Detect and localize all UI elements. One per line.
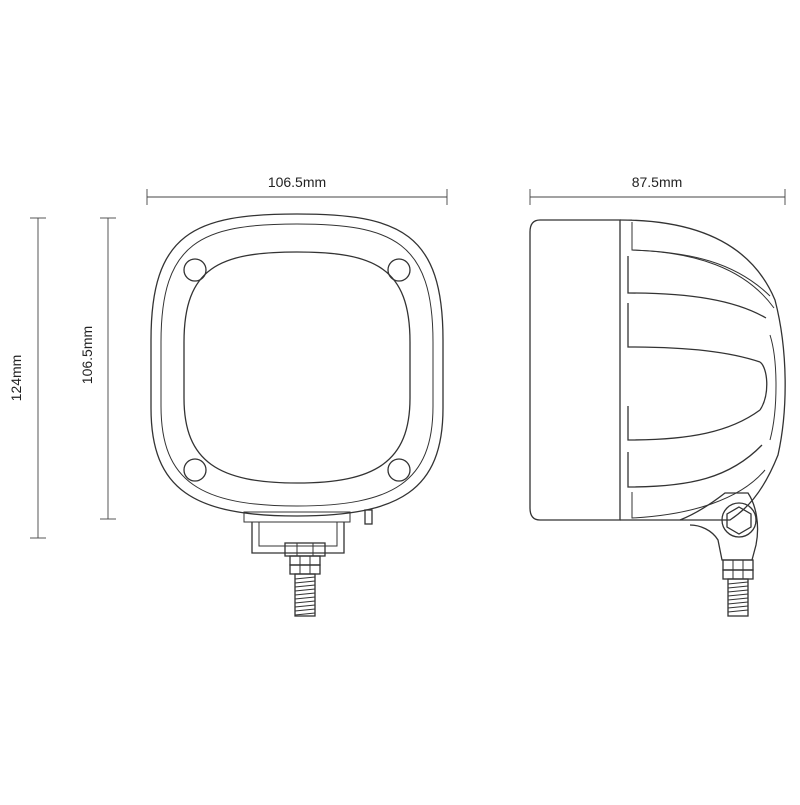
side-housing-outer: [619, 219, 786, 521]
side-view: [529, 219, 786, 617]
thread-line: [294, 580, 316, 584]
side-mount-bracket: [679, 492, 759, 561]
thread-line: [294, 604, 316, 608]
thread-line: [294, 608, 316, 612]
thread-line: [727, 593, 749, 597]
dim-front-height: 106.5mm: [79, 217, 116, 520]
side-mount-nut: [722, 559, 754, 580]
screw-bottom-left: [183, 458, 207, 482]
front-bezel: [160, 223, 434, 507]
side-cooling-fins: [627, 222, 777, 519]
thread-line: [294, 596, 316, 600]
dim-total-height: 124mm: [8, 217, 46, 539]
thread-line: [727, 601, 749, 605]
thread-line: [294, 584, 316, 588]
side-threaded-bolt: [727, 578, 749, 617]
front-threaded-bolt: [294, 573, 316, 617]
thread-line: [727, 581, 749, 585]
dim-side-depth: 87.5mm: [529, 174, 786, 205]
thread-line: [727, 589, 749, 593]
front-lens: [183, 251, 411, 484]
screw-top-left: [183, 258, 207, 282]
thread-line: [294, 600, 316, 604]
side-mount-hexbolt: [726, 506, 752, 535]
thread-line: [294, 588, 316, 592]
side-switch: [364, 509, 373, 525]
thread-line: [727, 609, 749, 613]
dim-front-width: 106.5mm: [146, 174, 448, 205]
front-height-label: 106.5mm: [79, 326, 95, 384]
side-depth-label: 87.5mm: [632, 174, 683, 190]
thread-line: [294, 592, 316, 596]
thread-line: [727, 605, 749, 609]
front-view: [150, 213, 444, 617]
thread-line: [727, 597, 749, 601]
screw-bottom-right: [387, 458, 411, 482]
front-mount-nut: [284, 542, 326, 575]
side-front-bezel: [529, 219, 621, 521]
front-housing-outer: [150, 213, 444, 517]
front-bracket: [243, 509, 373, 554]
front-width-label: 106.5mm: [268, 174, 326, 190]
thread-line: [727, 585, 749, 589]
screw-top-right: [387, 258, 411, 282]
side-mount-pivot: [721, 502, 757, 538]
total-height-label: 124mm: [8, 355, 24, 402]
thread-line: [294, 576, 316, 580]
thread-line: [294, 612, 316, 616]
